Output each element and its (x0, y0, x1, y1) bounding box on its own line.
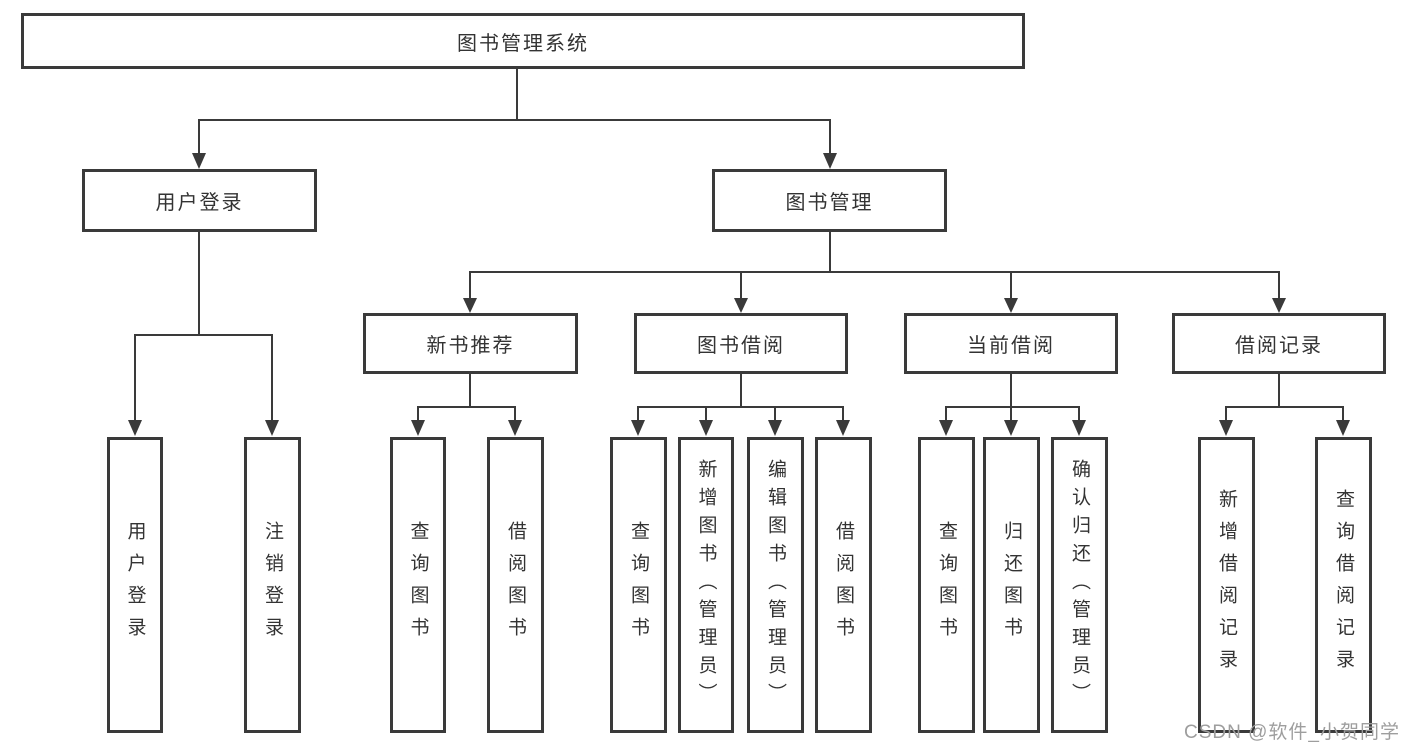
node-current-borrow: 当前借阅 (904, 313, 1118, 374)
leaf-user-login: 用户登录 (107, 437, 163, 733)
leaf-add-borrow-record: 新增借阅记录 (1198, 437, 1255, 733)
leaf-query-books-current-label: 查询图书 (936, 521, 957, 649)
leaf-add-books-admin-label: 新增图书（管理员） (695, 459, 717, 711)
leaf-logout: 注销登录 (244, 437, 301, 733)
leaf-confirm-return-admin-label: 确认归还（管理员） (1069, 459, 1090, 711)
leaf-user-login-label: 用户登录 (124, 521, 146, 649)
node-book-mgmt: 图书管理 (712, 169, 947, 232)
node-borrow-records-label: 借阅记录 (1235, 335, 1323, 357)
leaf-query-books-recommend-label: 查询图书 (407, 521, 429, 649)
leaf-borrow-books: 借阅图书 (815, 437, 872, 733)
arrowhead-icons (128, 153, 1350, 436)
leaf-add-books-admin: 新增图书（管理员） (678, 437, 734, 733)
leaf-query-books-recommend: 查询图书 (390, 437, 446, 733)
leaf-edit-books-admin-label: 编辑图书（管理员） (765, 459, 786, 711)
node-user-login: 用户登录 (82, 169, 317, 232)
leaf-query-borrow-record: 查询借阅记录 (1315, 437, 1372, 733)
node-new-books-label: 新书推荐 (426, 335, 515, 357)
leaf-add-borrow-record-label: 新增借阅记录 (1216, 489, 1237, 681)
node-current-borrow-label: 当前借阅 (967, 335, 1055, 357)
node-book-mgmt-label: 图书管理 (785, 192, 874, 214)
leaf-query-borrow-record-label: 查询借阅记录 (1333, 489, 1354, 681)
leaf-query-books-borrow-label: 查询图书 (628, 521, 649, 649)
node-user-login-label: 用户登录 (155, 192, 244, 214)
leaf-confirm-return-admin: 确认归还（管理员） (1051, 437, 1108, 733)
leaf-edit-books-admin: 编辑图书（管理员） (747, 437, 804, 733)
leaf-return-books: 归还图书 (983, 437, 1040, 733)
leaf-borrow-books-recommend: 借阅图书 (487, 437, 544, 733)
leaf-return-books-label: 归还图书 (1001, 521, 1022, 649)
csdn-watermark: CSDN @软件_小贺同学 (1184, 722, 1400, 743)
leaf-borrow-books-label: 借阅图书 (833, 521, 854, 649)
node-book-borrow-label: 图书借阅 (697, 335, 785, 357)
leaf-borrow-books-recommend-label: 借阅图书 (505, 521, 526, 649)
leaf-query-books-borrow: 查询图书 (610, 437, 667, 733)
node-new-books: 新书推荐 (363, 313, 578, 374)
connector-strokes (134, 69, 1344, 422)
leaf-logout-label: 注销登录 (262, 521, 283, 649)
node-root: 图书管理系统 (21, 13, 1025, 69)
leaf-query-books-current: 查询图书 (918, 437, 975, 733)
node-root-label: 图书管理系统 (457, 32, 589, 55)
node-book-borrow: 图书借阅 (634, 313, 848, 374)
node-borrow-records: 借阅记录 (1172, 313, 1386, 374)
